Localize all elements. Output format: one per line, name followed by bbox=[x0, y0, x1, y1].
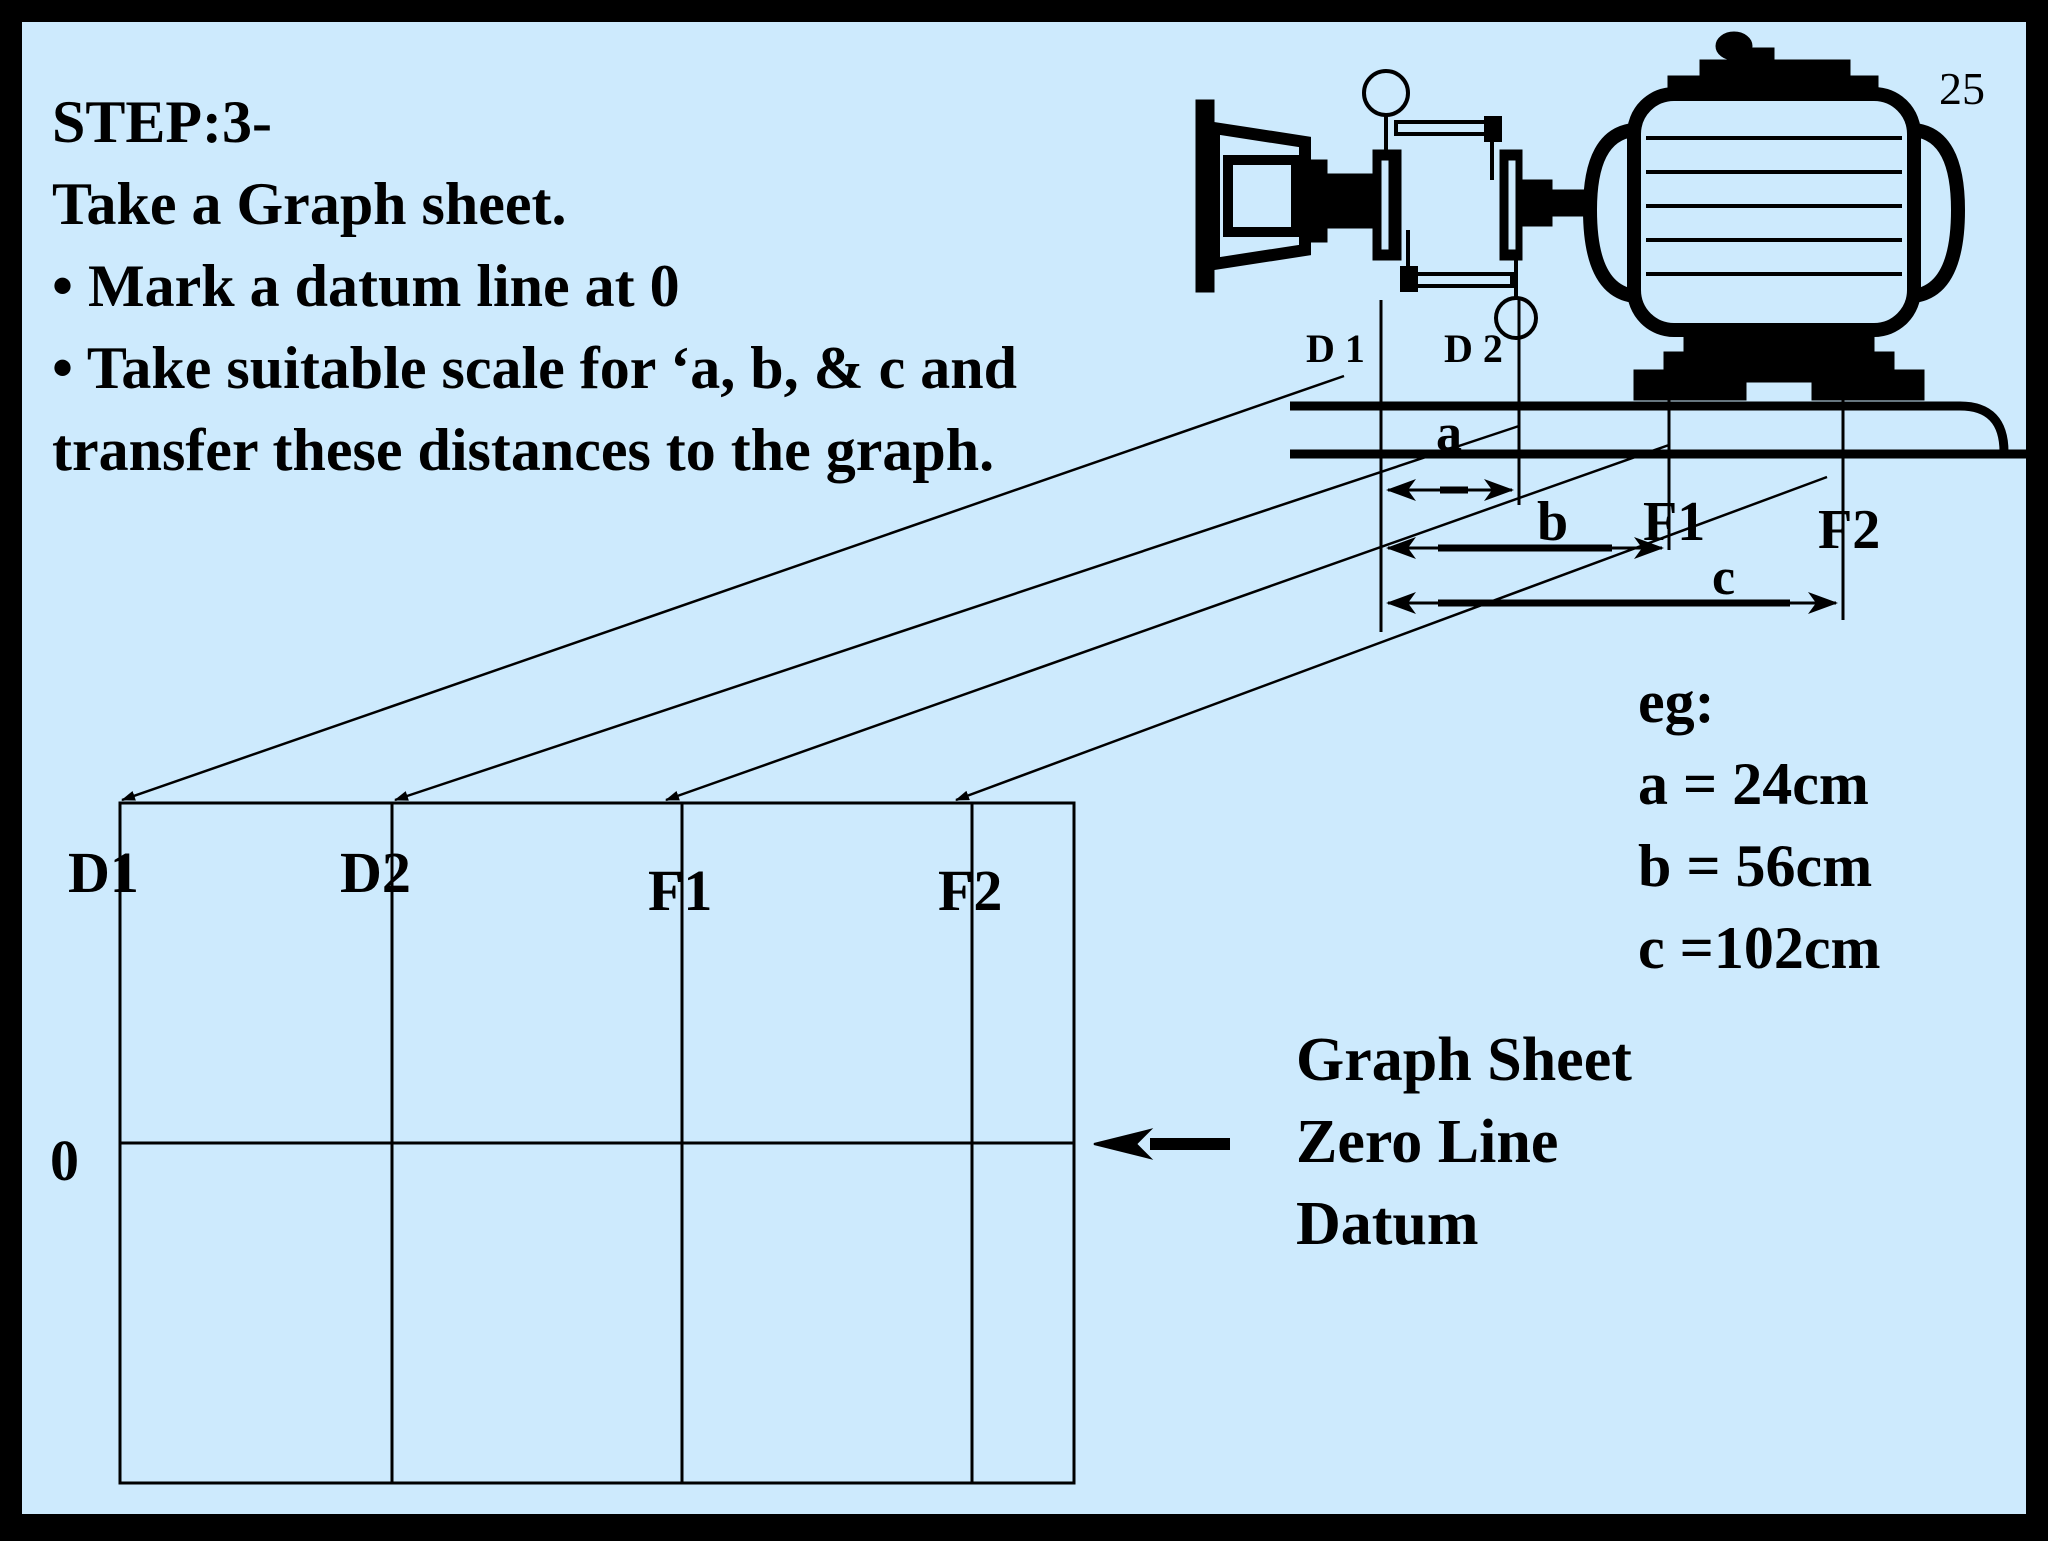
graph-col-d1: D1 bbox=[68, 840, 139, 905]
label-d2: D 2 bbox=[1444, 326, 1503, 371]
example-b: b = 56cm bbox=[1638, 833, 1872, 899]
driver-hub bbox=[1195, 99, 1374, 293]
reference-lines bbox=[1379, 300, 1845, 632]
transfer-lines bbox=[121, 374, 1828, 802]
label-b: b bbox=[1537, 491, 1568, 553]
label-c: c bbox=[1712, 549, 1735, 606]
coupling bbox=[1372, 149, 1589, 261]
dial-indicator-top-icon bbox=[1362, 69, 1410, 117]
bullet-datum: • Mark a datum line at 0 bbox=[52, 253, 680, 319]
example-a: a = 24cm bbox=[1638, 751, 1869, 817]
label-f2: F2 bbox=[1818, 499, 1880, 561]
note-zero-line: Zero Line bbox=[1296, 1108, 1558, 1176]
note-graph-sheet: Graph Sheet bbox=[1296, 1026, 1632, 1094]
graph-col-f1: F1 bbox=[648, 858, 712, 923]
page-number: 25 bbox=[1939, 63, 1985, 114]
label-f1: F1 bbox=[1643, 491, 1705, 553]
example-c: c =102cm bbox=[1638, 915, 1880, 981]
step-title: STEP:3- bbox=[52, 89, 272, 155]
dimension-arrows bbox=[1386, 479, 1838, 614]
slide-background bbox=[22, 22, 2026, 1514]
zero-label: 0 bbox=[50, 1128, 79, 1193]
example-heading: eg: bbox=[1638, 669, 1715, 735]
dial-indicators bbox=[1362, 69, 1538, 340]
machine-illustration bbox=[1195, 31, 2048, 632]
graph-col-d2: D2 bbox=[340, 840, 411, 905]
bullet-scale: • Take suitable scale for ‘a, b, & c and bbox=[52, 335, 1017, 401]
bullet-scale-continued: transfer these distances to the graph. bbox=[52, 417, 994, 483]
intro-text: Take a Graph sheet. bbox=[52, 171, 567, 237]
graph-col-f2: F2 bbox=[938, 858, 1002, 923]
note-datum: Datum bbox=[1296, 1190, 1479, 1258]
motor bbox=[1582, 31, 1966, 401]
label-d1: D 1 bbox=[1306, 326, 1365, 371]
graph-sheet bbox=[118, 801, 1076, 1485]
zero-line-arrow-icon bbox=[1093, 1128, 1230, 1160]
